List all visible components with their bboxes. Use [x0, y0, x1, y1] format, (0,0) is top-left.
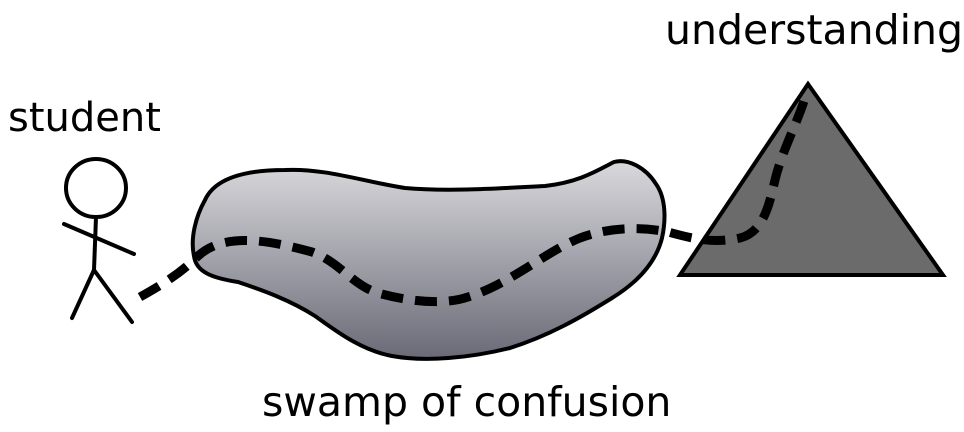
understanding-label: understanding — [665, 6, 964, 54]
swamp-blob-icon — [190, 159, 667, 361]
student-label: student — [8, 95, 161, 141]
stick-figure-right-leg — [92, 268, 134, 324]
stick-figure-head — [64, 157, 128, 219]
stick-figure-icon — [62, 157, 136, 324]
swamp-label: swamp of confusion — [262, 378, 672, 426]
stick-figure-arms — [62, 222, 136, 256]
learning-path — [137, 92, 811, 307]
stick-figure-body — [92, 215, 98, 272]
mountain-triangle-icon — [676, 80, 947, 277]
stick-figure-left-leg — [70, 268, 96, 320]
